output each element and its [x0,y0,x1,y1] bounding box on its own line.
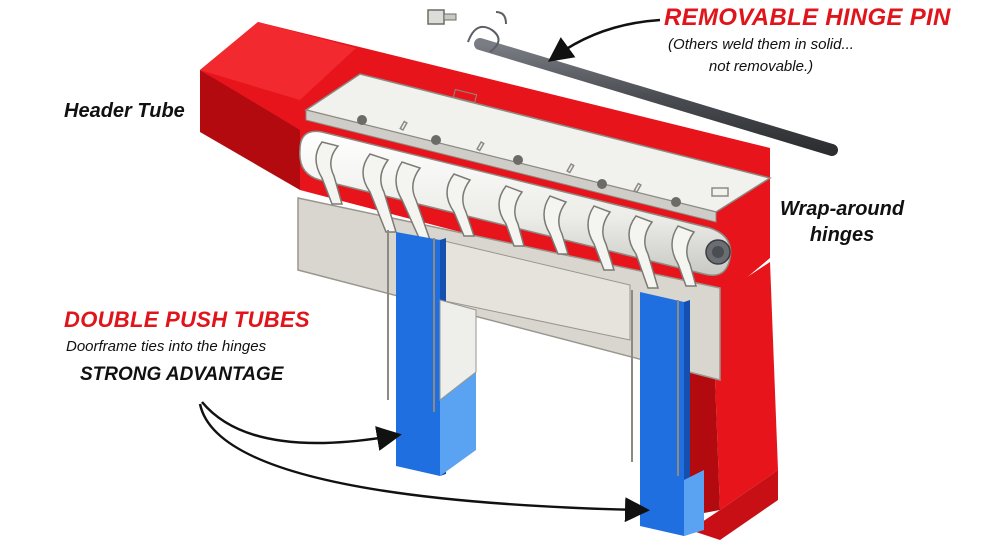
wrap-around-label-line2: hinges [809,224,875,246]
wrap-around-hinges-label: Wrap-around hinges [780,196,904,248]
wrap-around-label-line1: Wrap-around [780,198,905,220]
pin-callout-arrow [547,18,661,62]
top-plate [304,73,772,223]
callout-arrows [198,18,661,523]
pin-note-line1: (Others weld them in solid... [668,36,854,53]
double-push-tubes-subtitle: Doorframe ties into the hinges [66,338,267,355]
left-tube-callout-arrow [201,401,402,451]
removable-hinge-pin-note: (Others weld them in solid... not remova… [666,34,856,78]
right-tube-callout-arrow [198,403,650,523]
push-tube-right [631,290,704,536]
bolt-icon [427,9,457,25]
pin-note-line2: not removable.) [708,58,814,75]
double-push-tubes-title: DOUBLE PUSH TUBES [64,307,310,332]
double-push-tubes-advantage: STRONG ADVANTAGE [80,364,284,385]
header-tube-label: Header Tube [64,100,185,122]
removable-hinge-pin [427,9,838,156]
push-tube-left [387,230,477,476]
wrap-around-hinges [315,141,697,289]
removable-hinge-pin-title: REMOVABLE HINGE PIN [664,4,951,31]
